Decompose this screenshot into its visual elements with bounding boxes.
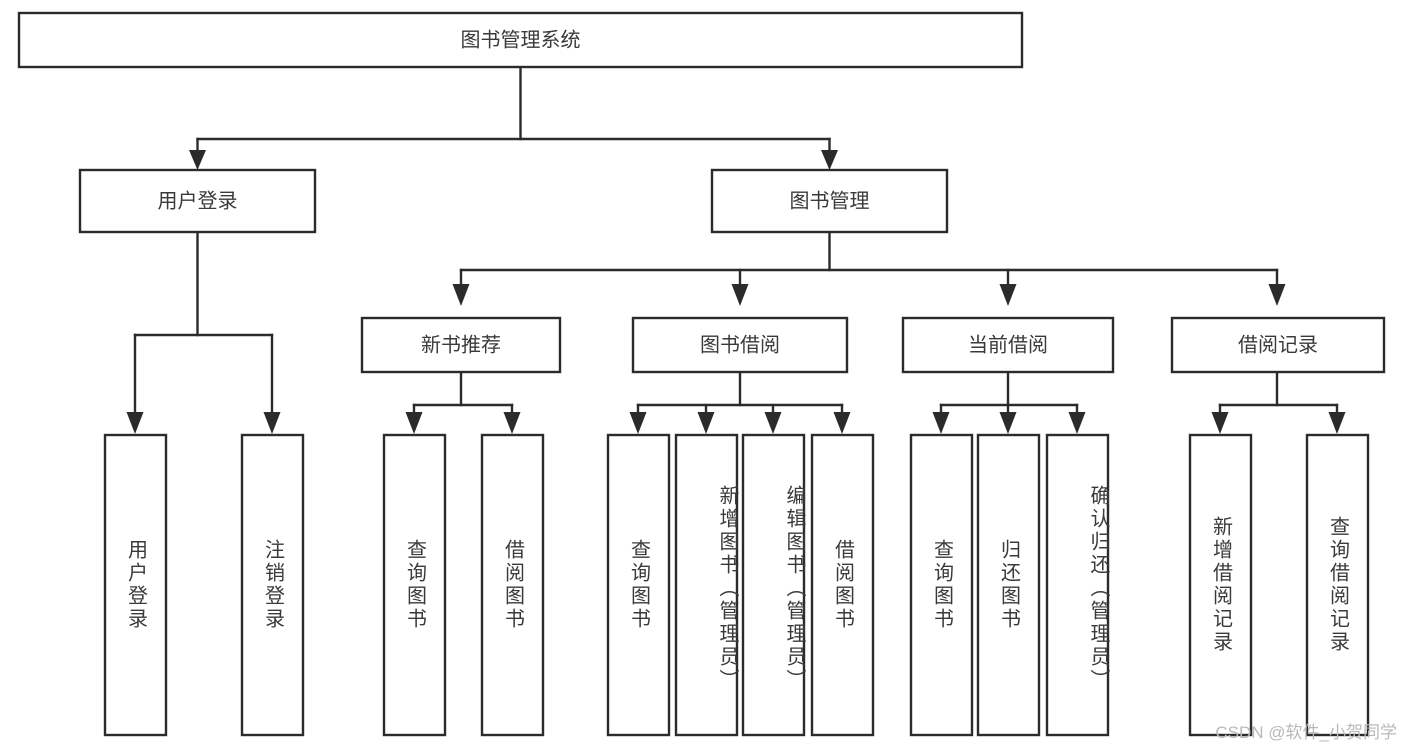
- arrow-head-leaf-query-book-1: [405, 412, 423, 434]
- node-leaf-add-book-box[interactable]: [674, 433, 739, 737]
- node-leaf-user-logout-box[interactable]: [240, 433, 305, 737]
- arrow-head-current-borrow: [999, 284, 1017, 306]
- arrow-head-leaf-user-logout: [263, 412, 281, 434]
- connector-group: [126, 65, 1346, 434]
- node-leaf-query-book-2-box[interactable]: [606, 433, 671, 737]
- arrow-head-book-management: [821, 150, 838, 170]
- node-user-login-label: 用户登录: [158, 189, 238, 212]
- arrow-head-leaf-confirm-return: [1068, 412, 1086, 434]
- arrow-head-leaf-query-record: [1328, 412, 1346, 434]
- node-box-group: 图书管理系统 用户登录 图书管理 新书推荐 图书借阅 当前借阅 借阅记录: [17, 11, 1386, 737]
- arrow-head-leaf-add-record: [1211, 412, 1229, 434]
- arrow-head-new-book-recommend: [452, 284, 470, 306]
- node-book-borrow-box[interactable]: [631, 316, 849, 374]
- arrow-head-leaf-user-login: [126, 412, 144, 434]
- arrow-head-leaf-edit-book: [764, 412, 782, 434]
- arrow-head-leaf-query-book-2: [629, 412, 647, 434]
- arrow-head-leaf-return-book: [999, 412, 1017, 434]
- node-book-borrow-label: 图书借阅: [700, 333, 780, 356]
- arrow-head-leaf-borrow-book-2: [833, 412, 851, 434]
- node-leaf-user-login-box[interactable]: [103, 433, 168, 737]
- node-leaf-borrow-book-1-box[interactable]: [480, 433, 545, 737]
- node-borrow-record-box[interactable]: [1170, 316, 1386, 374]
- node-leaf-query-record-box[interactable]: [1305, 433, 1370, 737]
- arrow-head-leaf-query-book-3: [932, 412, 950, 434]
- node-leaf-confirm-return-box[interactable]: [1045, 433, 1110, 737]
- node-leaf-query-book-1-box[interactable]: [382, 433, 447, 737]
- node-user-login-box[interactable]: [78, 168, 317, 234]
- node-leaf-return-book-box[interactable]: [976, 433, 1041, 737]
- node-current-borrow-box[interactable]: [901, 316, 1115, 374]
- node-leaf-add-record-box[interactable]: [1188, 433, 1253, 737]
- arrow-head-user-login: [189, 150, 206, 170]
- arrow-head-borrow-record: [1268, 284, 1286, 306]
- node-borrow-record-label: 借阅记录: [1238, 333, 1318, 356]
- node-book-management-label: 图书管理: [790, 189, 870, 212]
- node-root-box[interactable]: [17, 11, 1024, 69]
- node-new-book-recommend-label: 新书推荐: [421, 333, 501, 356]
- node-leaf-borrow-book-2-box[interactable]: [810, 433, 875, 737]
- node-book-management-box[interactable]: [710, 168, 949, 234]
- node-leaf-query-book-3-box[interactable]: [909, 433, 974, 737]
- node-new-book-recommend-box[interactable]: [360, 316, 562, 374]
- arrow-head-leaf-borrow-book-1: [503, 412, 521, 434]
- arrow-head-book-borrow: [731, 284, 749, 306]
- arrow-head-leaf-add-book: [697, 412, 715, 434]
- node-root-label: 图书管理系统: [461, 28, 581, 51]
- csdn-watermark: CSDN @软件_小贺同学: [1215, 723, 1397, 742]
- node-leaf-edit-book-box[interactable]: [741, 433, 806, 737]
- node-current-borrow-label: 当前借阅: [968, 333, 1048, 356]
